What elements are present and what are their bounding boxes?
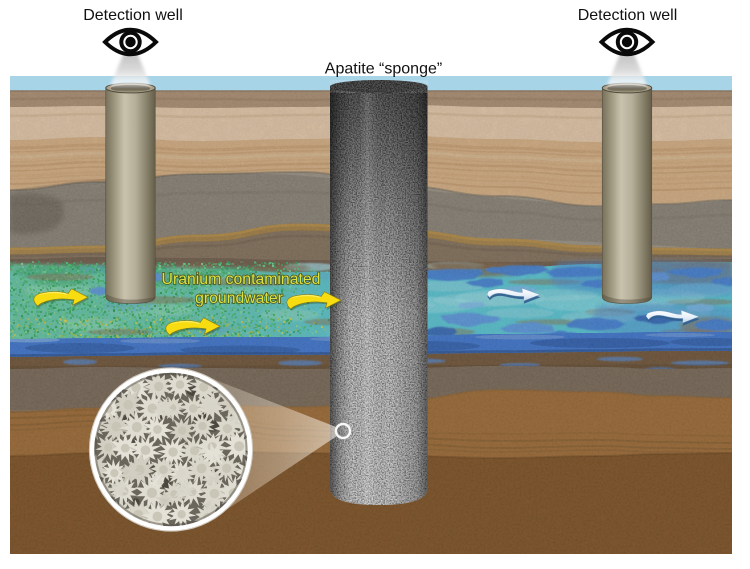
svg-text:Uranium contaminated: Uranium contaminated — [162, 271, 321, 288]
svg-text:groundwater: groundwater — [195, 290, 283, 307]
svg-text:Detection well: Detection well — [578, 7, 678, 24]
svg-text:Apatite “sponge”: Apatite “sponge” — [325, 61, 442, 78]
svg-text:Detection well: Detection well — [83, 7, 183, 24]
